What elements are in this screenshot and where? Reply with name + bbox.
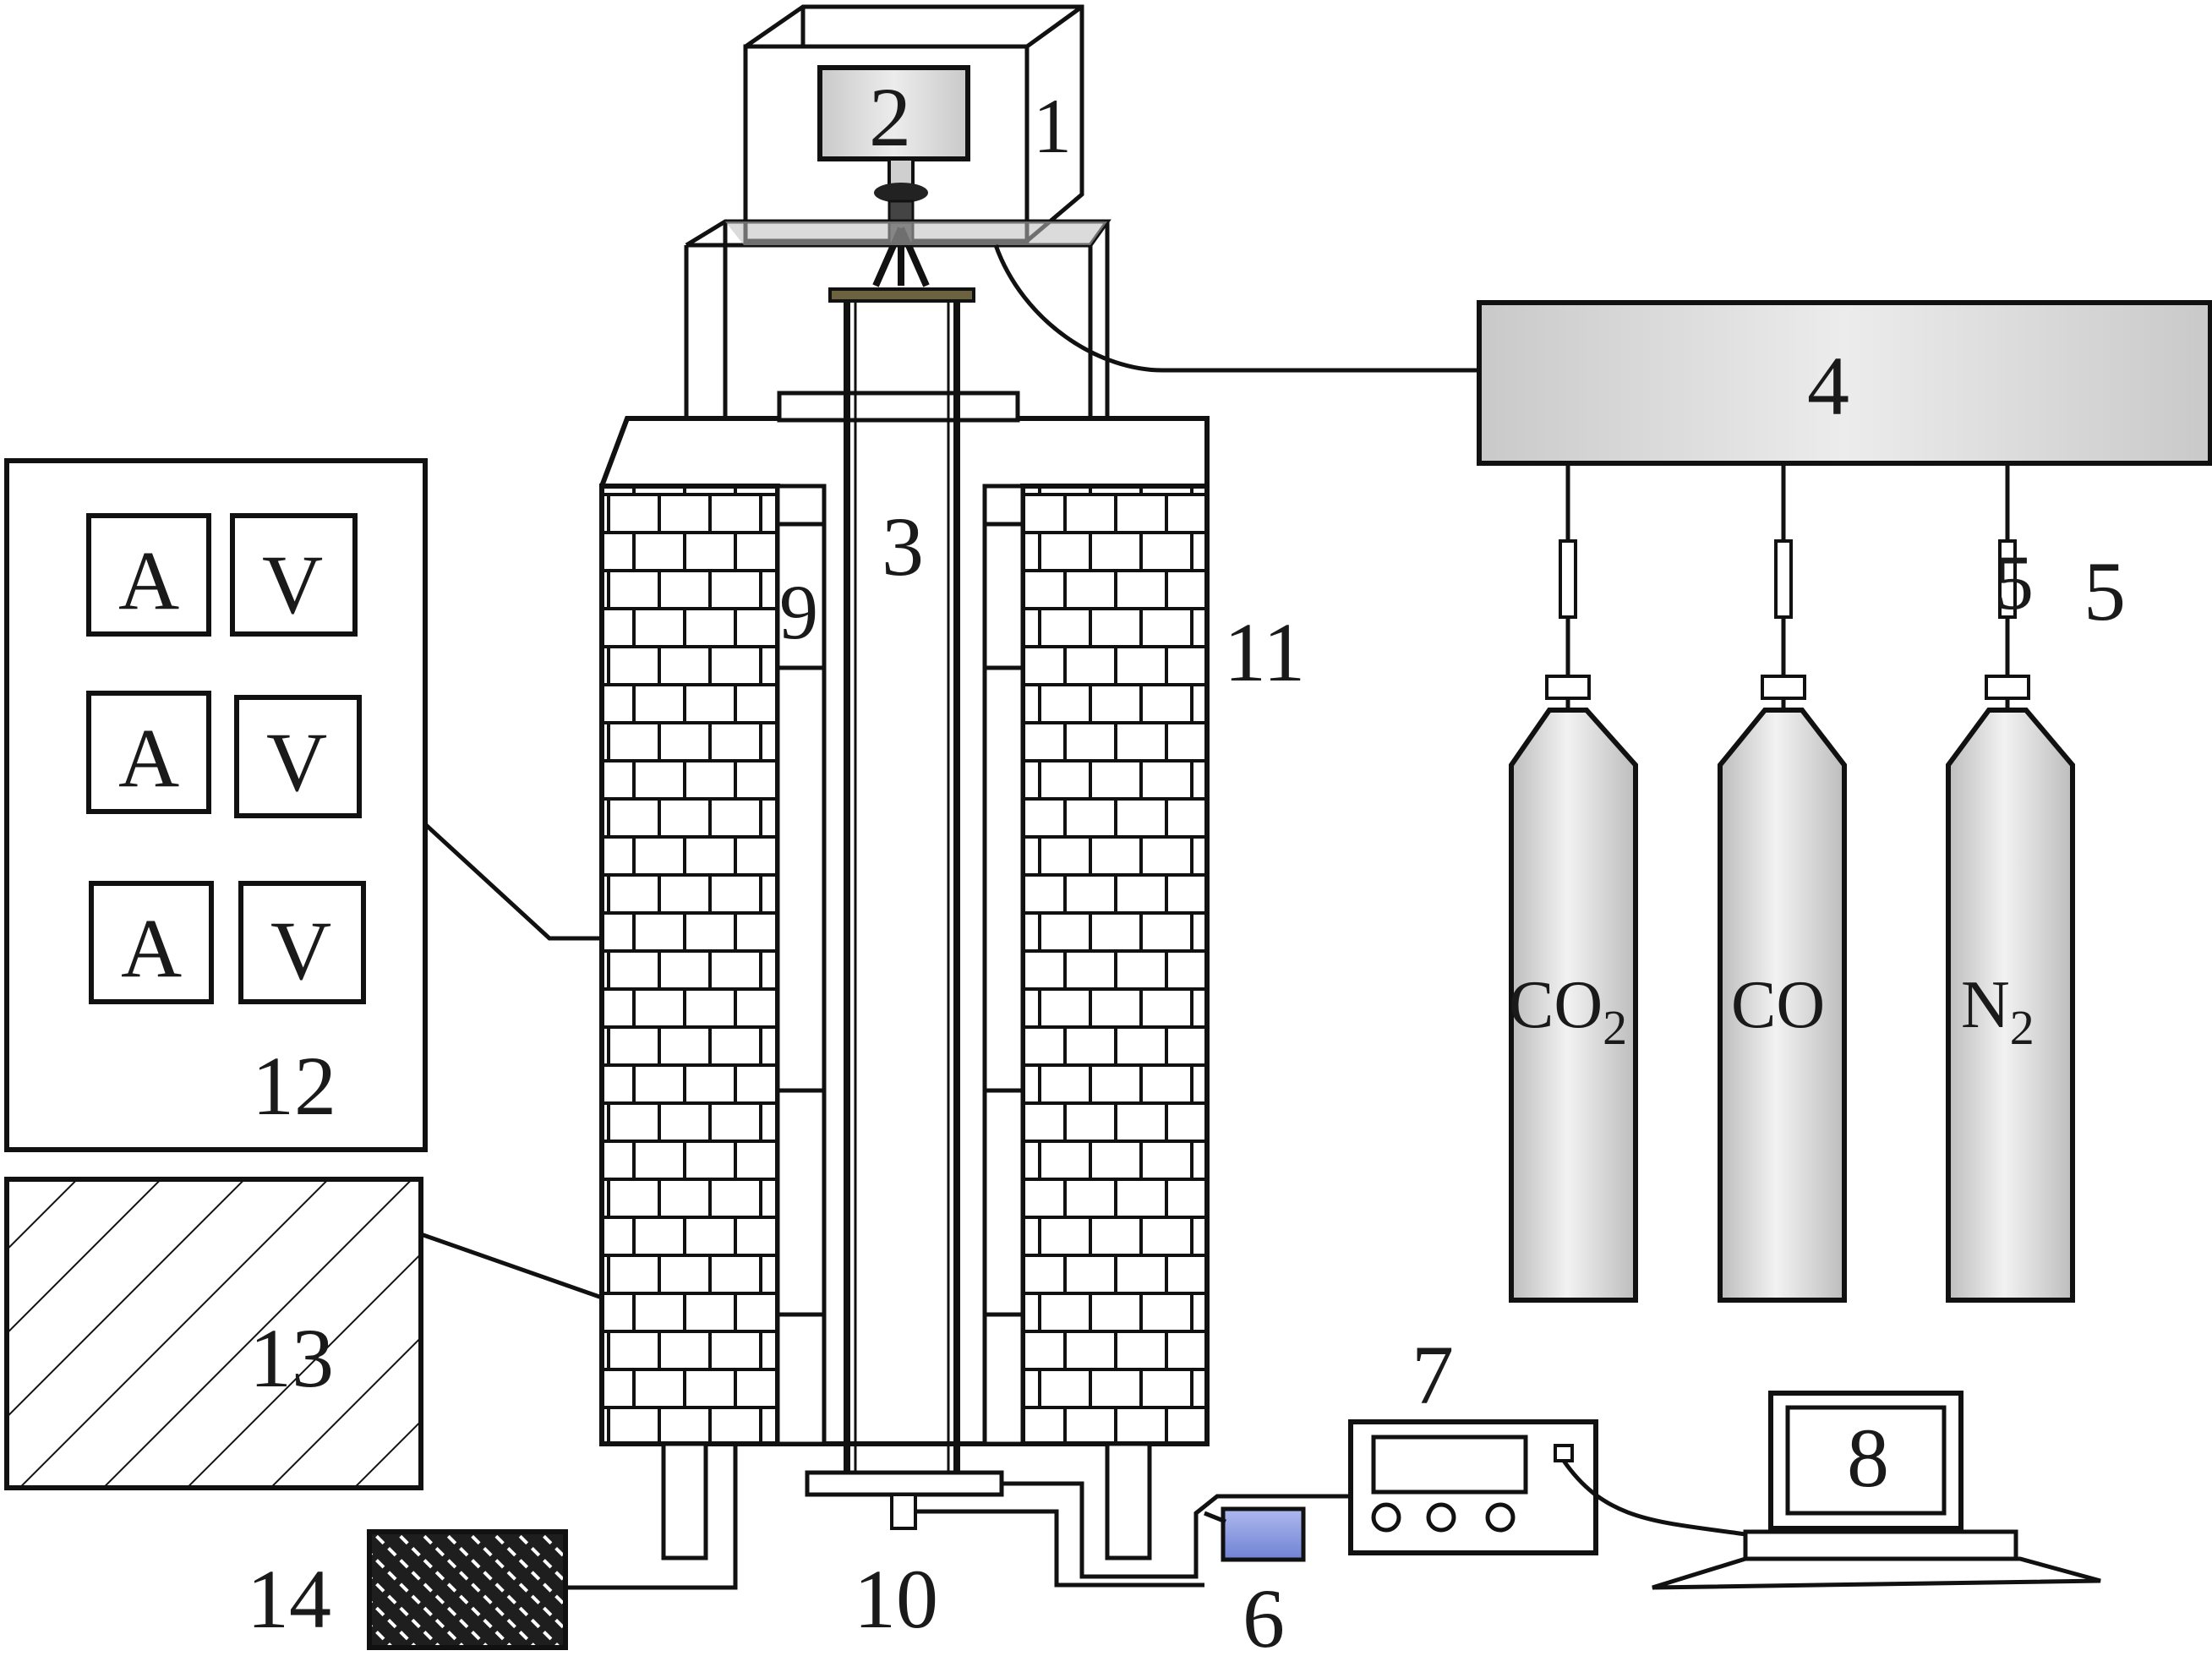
ammeter-label: A [118,533,179,627]
gas-controller-box [993,244,2212,466]
label-8: 8 [1847,1411,1889,1505]
label-3: 3 [882,500,924,593]
gas-label-co: CO [1731,968,1825,1042]
voltmeter-box [230,513,358,637]
label-9: 9 [779,569,818,655]
ammeter-box [89,881,214,1004]
temperature-controller [1348,1419,1746,1555]
label-5: 5 [2084,544,2126,638]
right-brick-wall [1020,484,1210,1446]
left-lining [775,484,827,1446]
label-13: 13 [249,1311,334,1405]
label-2: 2 [869,70,911,164]
gas-cylinders [1509,463,2075,1303]
voltmeter-box [238,881,366,1004]
meter-panel [4,458,602,1152]
label-5-valve: 5 [1995,539,2034,626]
n2-cylinder [1946,463,2075,1303]
voltmeter-label: V [266,715,327,809]
gas-label-n2: N2 [1961,968,2034,1055]
label-11: 11 [1224,605,1305,699]
label-14: 14 [247,1552,331,1646]
co-cylinder [1718,463,1847,1303]
power-supply-block [4,1177,603,1490]
label-1: 1 [1033,83,1072,169]
label-12: 12 [252,1039,336,1133]
co2-cylinder [1509,463,1638,1303]
upper-frame [684,219,1111,421]
computer [1652,1391,2101,1590]
left-brick-wall [599,484,780,1446]
label-10: 10 [854,1552,938,1646]
ammeter-label: A [118,711,179,805]
label-7: 7 [1412,1328,1454,1422]
voltmeter-label: V [270,904,331,998]
ammeter-box [86,691,211,814]
thermocouple-sensor [915,1481,1348,1588]
label-6: 6 [1243,1571,1285,1665]
voltmeter-label: V [262,538,323,631]
weighing-balance [817,65,970,287]
label-4: 4 [1807,339,1849,433]
insulation-block [367,1444,738,1650]
gas-label-co2: CO2 [1509,968,1627,1055]
voltmeter-box [234,695,362,818]
furnace-body [599,303,1210,1560]
ammeter-box [86,513,211,637]
ammeter-label: A [121,901,182,995]
right-lining [982,484,1025,1446]
